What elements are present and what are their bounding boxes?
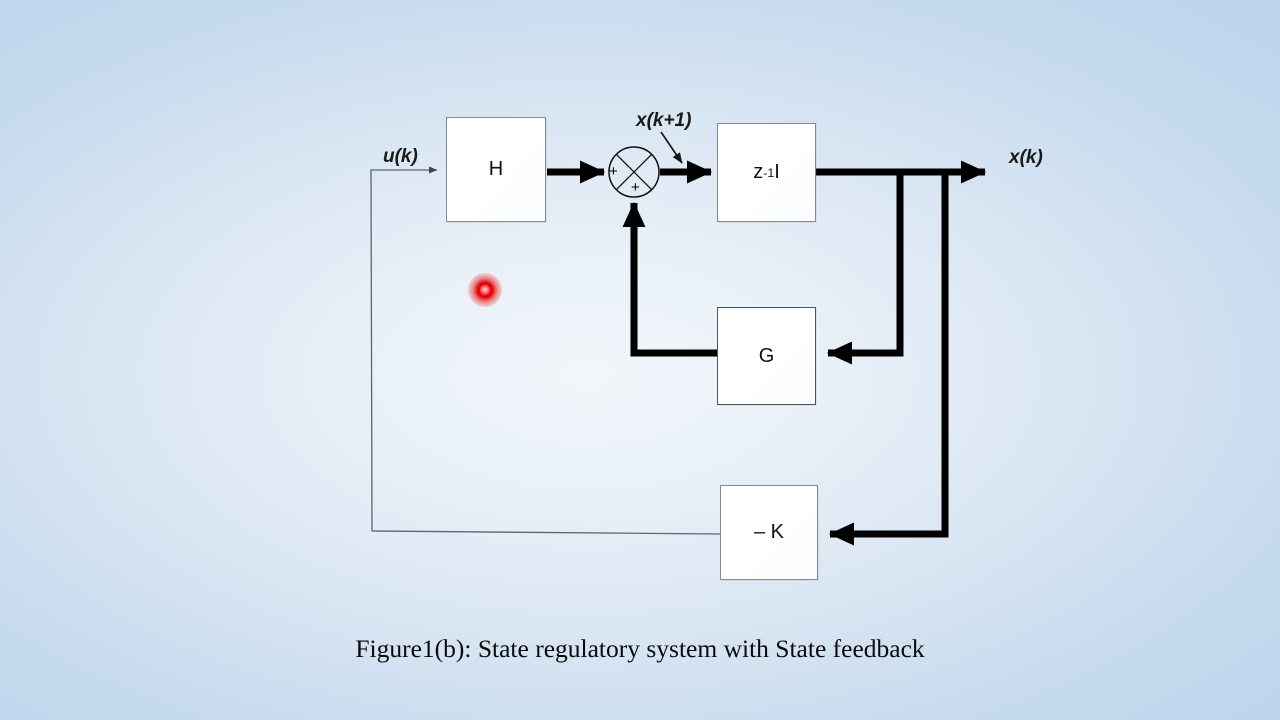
delay-exponent: -1: [763, 165, 775, 180]
conn-output-to-negk: [828, 172, 949, 546]
delay-base: z: [753, 161, 764, 183]
signal-label-x-k: x(k): [1009, 147, 1043, 168]
conn-output-to-g: [826, 172, 904, 365]
figure-caption: Figure1(b): State regulatory system with…: [355, 634, 925, 663]
conn-g-to-sum: [622, 201, 717, 357]
x-kplus1-pointer-arrow: [660, 131, 683, 164]
delay-tail: I: [774, 161, 780, 183]
block-h[interactable]: H: [446, 117, 546, 222]
block-g-label: G: [758, 344, 775, 367]
signal-label-x-kplus1: x(k+1): [636, 110, 692, 131]
block-h-label: H: [488, 158, 504, 180]
sum-sign-bottom: +: [631, 179, 640, 196]
block-negative-k-label: – K: [753, 521, 785, 543]
block-negative-k[interactable]: – K: [720, 485, 818, 580]
summing-junction: [608, 146, 660, 198]
conn-negk-to-input: [370, 166, 721, 535]
sum-sign-left: +: [609, 163, 618, 180]
signal-label-u-k: u(k): [383, 146, 418, 167]
block-g[interactable]: G: [717, 307, 816, 405]
